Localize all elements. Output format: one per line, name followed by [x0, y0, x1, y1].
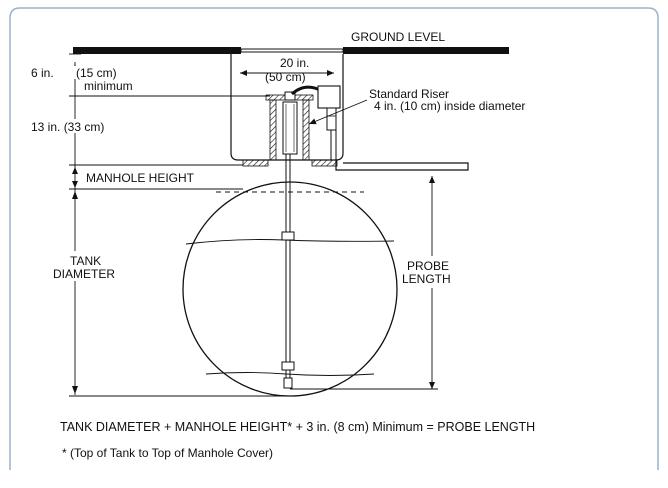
frame-border — [9, 7, 659, 470]
min-depth-note: minimum — [84, 79, 133, 93]
cable-fitting — [326, 107, 337, 131]
riser-leader-line — [308, 99, 368, 125]
riser-title-label: Standard Riser — [369, 87, 449, 101]
arrow-tank-top — [72, 191, 78, 199]
probe-water-float — [281, 361, 295, 371]
excavation-pit — [230, 54, 344, 161]
probe-length-label-2: LENGTH — [402, 272, 451, 286]
tank-diameter-label-2: DIAMETER — [53, 267, 115, 281]
formula-footnote: * (Top of Tank to Top of Manhole Cover) — [62, 446, 273, 460]
manhole-collar-right — [311, 159, 338, 167]
arrow-tank-bottom — [72, 386, 78, 394]
ground-level-bar-right — [343, 47, 509, 54]
manhole-collar-left — [242, 159, 269, 167]
min-depth-cm-label: (15 cm) — [76, 66, 117, 80]
arrow-manhole-down — [72, 181, 78, 188]
conduit-pipe — [335, 160, 469, 171]
min-depth-in-label: 6 in. — [31, 66, 54, 80]
riser-width-in-label: 20 in. — [280, 56, 309, 70]
riser-width-cm-label: (50 cm) — [265, 70, 306, 84]
probe-length-formula: TANK DIAMETER + MANHOLE HEIGHT* + 3 in. … — [60, 420, 535, 434]
riser-wall-right — [302, 99, 310, 161]
probe-canister — [282, 101, 298, 155]
manhole-height-label: MANHOLE HEIGHT — [86, 171, 195, 185]
junction-box — [317, 85, 341, 109]
probe-fuel-float — [281, 231, 295, 241]
probe-head — [284, 91, 296, 101]
arrow-manhole-up — [72, 167, 78, 174]
riser-height-label: 13 in. (33 cm) — [31, 120, 104, 134]
probe-tip — [283, 377, 293, 389]
riser-diameter-label: 4 in. (10 cm) inside diameter — [374, 99, 525, 113]
probe-length-label-1: PROBE — [407, 259, 449, 273]
riser-wall-left — [269, 99, 277, 161]
ground-level-label: GROUND LEVEL — [351, 30, 445, 44]
tank-diameter-label-1: TANK — [70, 254, 101, 268]
ground-opening-cover — [240, 48, 344, 53]
ground-level-bar — [73, 47, 241, 54]
